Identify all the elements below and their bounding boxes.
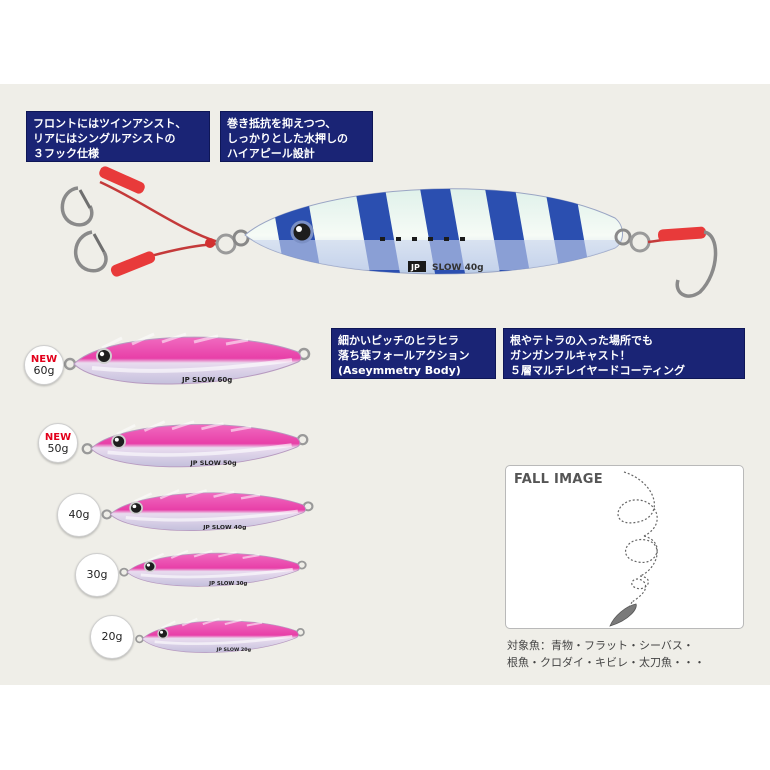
falling-jig-icon <box>609 603 637 627</box>
jig-size-50g: JP SLOW 50g <box>81 420 309 468</box>
callout-line: 巻き抵抗を抑えつつ、 <box>227 117 337 130</box>
callout-cast: 根やテトラの入った場所でも ガンガンフルキャスト！ ５層マルチレイヤードコーティ… <box>503 328 745 379</box>
weight-label: 50g <box>47 442 69 455</box>
jig-size-60g: JP SLOW 60g <box>63 332 311 385</box>
fall-image-panel: FALL IMAGE <box>505 465 744 629</box>
fall-image-title: FALL IMAGE <box>514 472 603 487</box>
callout-line: 細かいピッチのヒラヒラ <box>338 334 459 347</box>
weight-badge: 40g <box>57 493 101 537</box>
jig-eye <box>290 220 314 244</box>
callout-line: リアにはシングルアシストの <box>33 132 176 145</box>
jig-engraving: JP SLOW 50g <box>189 459 237 467</box>
weight-label: 40g <box>68 508 90 521</box>
split-ring <box>232 229 250 247</box>
jig-engraving: JP SLOW 60g <box>181 376 232 384</box>
fall-trajectory-illustration <box>609 471 658 627</box>
target-fish-line: 対象魚：青物・フラット・シーバス・ <box>507 639 694 652</box>
callout-line: フロントにはツインアシスト、 <box>33 117 187 130</box>
split-ring <box>629 231 651 253</box>
callout-fall-action: 細かいピッチのヒラヒラ 落ち葉フォールアクション (Aseymmetry Bod… <box>331 328 496 379</box>
callout-line: ハイアピール設計 <box>227 147 315 160</box>
jig-brand: JP <box>410 263 420 272</box>
target-fish: 対象魚：青物・フラット・シーバス・ 根魚・クロダイ・キビレ・太刀魚・・・ <box>507 637 752 671</box>
jig-size-20g: JP SLOW 20g <box>135 617 305 653</box>
callout-line: 根やテトラの入った場所でも <box>510 334 653 347</box>
jig-engraving: JP SLOW 40g <box>202 525 246 531</box>
weight-label: 20g <box>101 630 123 643</box>
assist-tube <box>99 166 145 194</box>
callout-line: ３フック仕様 <box>33 147 99 160</box>
jig-engraving: JP SLOW 30g <box>208 581 247 587</box>
hook-icon <box>60 186 94 227</box>
jig-engraving: JP SLOW 20g <box>216 647 252 653</box>
weight-badge: 30g <box>75 553 119 597</box>
assist-tube <box>110 251 156 277</box>
target-fish-line: 根魚・クロダイ・キビレ・太刀魚・・・ <box>507 656 705 669</box>
callout-line: ガンガンフルキャスト！ <box>510 349 631 362</box>
assist-tube <box>657 226 707 242</box>
main-jig-image: JP SLOW 40g <box>60 166 718 298</box>
callout-line: 落ち葉フォールアクション <box>338 349 470 362</box>
callout-line: しっかりとした水押しの <box>227 132 348 145</box>
jig-size-40g: JP SLOW 40g <box>101 489 314 531</box>
callout-line: ５層マルチレイヤードコーティング <box>510 364 686 377</box>
hook-icon <box>73 230 108 273</box>
jig-size-30g: JP SLOW 30g <box>119 549 307 587</box>
weight-label: 60g <box>33 364 55 377</box>
hook-icon <box>675 230 718 298</box>
new-badge-label: NEW <box>30 354 58 365</box>
callout-line: (Aseymmetry Body) <box>338 364 461 377</box>
split-ring <box>215 233 237 255</box>
callout-water-push: 巻き抵抗を抑えつつ、 しっかりとした水押しの ハイアピール設計 <box>220 111 373 162</box>
weight-label: 30g <box>86 568 108 581</box>
new-badge-label: NEW <box>44 432 72 443</box>
callout-front-hooks: フロントにはツインアシスト、 リアにはシングルアシストの ３フック仕様 <box>26 111 210 162</box>
weight-badge: 20g <box>90 615 134 659</box>
split-ring <box>614 228 632 246</box>
jig-engraving: SLOW 40g <box>432 263 484 273</box>
